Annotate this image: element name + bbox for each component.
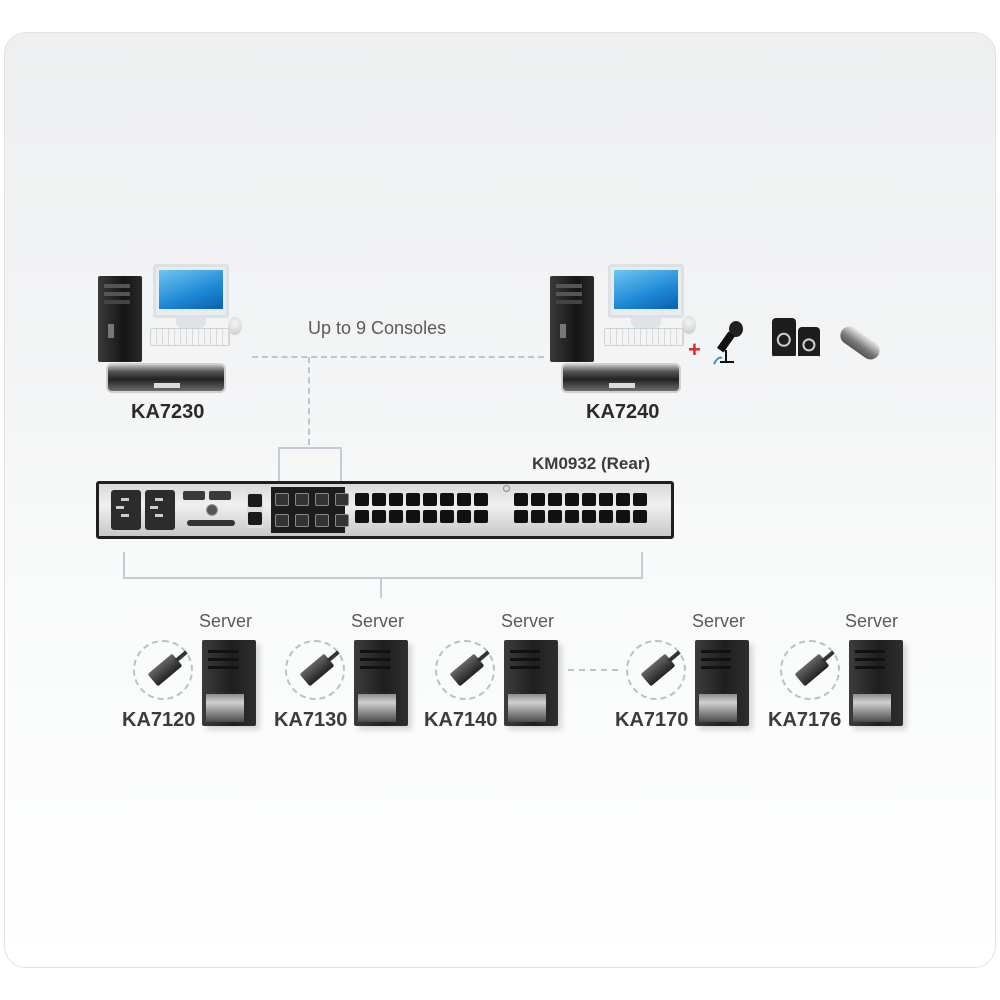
adapter-model: KA7176 (768, 709, 842, 731)
cpu-module-icon (780, 640, 840, 700)
power-socket-icon (111, 490, 141, 530)
server-label: Server (501, 611, 555, 631)
dip-switch-icon (209, 491, 231, 500)
console-bracket (278, 447, 280, 481)
server-label: Server (845, 611, 899, 631)
switch-label: KM0932 (Rear) (532, 454, 651, 473)
server-tower-icon (354, 640, 408, 726)
adapter-model: KA7170 (615, 709, 689, 731)
console-connector-line (308, 357, 310, 445)
console-connector-line (252, 356, 544, 358)
console-module-icon (561, 363, 681, 393)
server-bracket (123, 552, 125, 578)
reset-knob-icon (206, 504, 218, 516)
mouse-icon (682, 316, 696, 334)
server-connector-line (380, 578, 382, 598)
dsub-port-icon (187, 520, 235, 526)
server-label: Server (199, 611, 253, 631)
adapter-model: KA7140 (424, 709, 498, 731)
pc-tower-icon (98, 276, 142, 362)
server-bracket (123, 577, 643, 579)
ground-screw-icon (503, 485, 510, 492)
cpu-module-icon (285, 640, 345, 700)
server-label: Server (351, 611, 405, 631)
console-bracket (278, 447, 340, 449)
console-module-icon (106, 363, 226, 393)
keyboard-icon (150, 328, 230, 346)
km-switch-rear-panel (96, 481, 674, 539)
consoles-count-label: Up to 9 Consoles (308, 318, 447, 338)
lan-port-stack (247, 492, 263, 528)
keyboard-icon (604, 328, 684, 346)
cpu-module-icon (435, 640, 495, 700)
server-tower-icon (504, 640, 558, 726)
dip-switch-icon (183, 491, 205, 500)
plus-icon: + (688, 337, 701, 362)
server-tower-icon (849, 640, 903, 726)
console-ports-block (271, 487, 349, 533)
cpu-module-icon (133, 640, 193, 700)
console-left-model: KA7230 (131, 401, 205, 423)
mouse-icon (228, 317, 242, 335)
cpu-module-icon (626, 640, 686, 700)
adapter-model: KA7130 (274, 709, 348, 731)
microphone-icon (713, 321, 743, 365)
monitor-icon (153, 264, 229, 318)
server-tower-icon (695, 640, 749, 726)
server-tower-icon (202, 640, 256, 726)
console-bracket (340, 447, 342, 481)
monitor-icon (608, 264, 684, 318)
power-socket-icon (145, 490, 175, 530)
server-bracket (641, 552, 643, 578)
monitor-stand (176, 318, 206, 328)
adapter-model: KA7120 (122, 709, 196, 731)
server-label: Server (692, 611, 746, 631)
pc-tower-icon (550, 276, 594, 362)
ellipsis-connector-line (568, 669, 618, 671)
monitor-stand (631, 318, 661, 328)
console-right-model: KA7240 (586, 401, 660, 423)
